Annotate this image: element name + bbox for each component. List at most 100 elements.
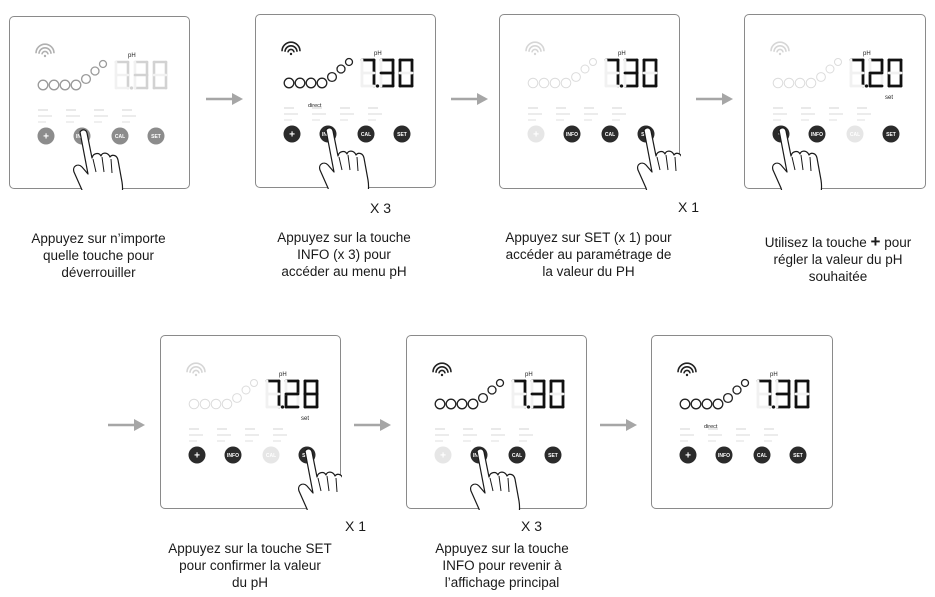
- lcd-display: [116, 62, 166, 90]
- level-indicator: [724, 394, 733, 403]
- cal-button[interactable]: CAL: [263, 447, 280, 464]
- button-label: +: [289, 130, 295, 141]
- cal-button[interactable]: CAL: [112, 128, 129, 145]
- plus-button[interactable]: +: [189, 447, 206, 464]
- caption-line: régler la valeur du pH: [748, 251, 928, 268]
- caption-line: souhaitée: [748, 268, 928, 285]
- caption-line: Appuyez sur la touche SET: [160, 540, 340, 557]
- level-indicator: [742, 380, 749, 387]
- level-indicator: [806, 78, 816, 88]
- level-indicator: [100, 61, 107, 68]
- button-label: SET: [548, 453, 558, 459]
- level-indicator: [337, 65, 345, 73]
- level-indicator: [590, 59, 597, 66]
- step-2-panel: pHdirect+INFOCALSET: [255, 14, 436, 188]
- caption-line: accéder au paramétrage de: [491, 246, 686, 263]
- level-indicator: [328, 73, 337, 82]
- ph-label: pH: [374, 51, 382, 57]
- lcd-display: [606, 60, 656, 88]
- level-indicator: [817, 73, 826, 82]
- wifi-icon: [526, 42, 544, 55]
- plus-button[interactable]: +: [435, 447, 452, 464]
- set-button[interactable]: SET: [148, 128, 165, 145]
- faint-labels: [680, 428, 778, 442]
- level-indicator: [435, 399, 445, 409]
- info-button[interactable]: INFO: [716, 447, 733, 464]
- level-indicator: [733, 386, 741, 394]
- decimal-point: [527, 405, 530, 408]
- level-indicator: [691, 399, 701, 409]
- button-label: CAL: [361, 132, 371, 138]
- plus-icon: +: [871, 232, 881, 251]
- decimal-point: [376, 84, 379, 87]
- set-button[interactable]: SET: [883, 126, 900, 143]
- level-indicator: [550, 78, 560, 88]
- cal-button[interactable]: CAL: [754, 447, 771, 464]
- faint-labels: [189, 428, 287, 442]
- faint-labels: [435, 428, 533, 442]
- step-2-caption: Appuyez sur la touche INFO (x 3) pour ac…: [258, 229, 430, 280]
- step-5-caption: Appuyez sur la touche SET pour confirmer…: [160, 540, 340, 591]
- caption-line: la valeur du PH: [491, 263, 686, 280]
- cal-button[interactable]: CAL: [509, 447, 526, 464]
- ph-label: pH: [279, 372, 287, 378]
- level-indicator: [295, 78, 305, 88]
- set-button[interactable]: SET: [394, 126, 411, 143]
- set-label: set: [885, 95, 893, 101]
- button-label: CAL: [115, 134, 125, 140]
- level-indicator: [572, 73, 581, 82]
- caption-text: pour: [884, 235, 911, 250]
- plus-button[interactable]: +: [680, 447, 697, 464]
- caption-line: INFO pour revenir à: [412, 557, 592, 574]
- info-button[interactable]: INFO: [809, 126, 826, 143]
- step-4-caption: Utilisez la touche + pour régler la vale…: [748, 233, 928, 285]
- info-button[interactable]: INFO: [564, 126, 581, 143]
- caption-line: l’affichage principal: [412, 574, 592, 591]
- level-indicator: [284, 78, 294, 88]
- level-indicator: [680, 399, 690, 409]
- caption-line: Utilisez la touche + pour: [748, 233, 928, 251]
- level-indicator: [468, 399, 478, 409]
- level-indicator: [91, 67, 99, 75]
- set-button[interactable]: SET: [790, 447, 807, 464]
- wifi-icon: [187, 363, 205, 376]
- level-indicator: [189, 399, 199, 409]
- controller-face: pH+INFOCALSET: [500, 15, 681, 190]
- step-7-panel: pHdirect+INFOCALSET: [651, 335, 833, 509]
- plus-button[interactable]: +: [528, 126, 545, 143]
- button-label: INFO: [227, 453, 239, 459]
- faint-labels: [38, 109, 136, 123]
- level-indicator: [233, 394, 242, 403]
- set-button[interactable]: SET: [545, 447, 562, 464]
- info-button[interactable]: INFO: [225, 447, 242, 464]
- decimal-point: [620, 84, 623, 87]
- caption-line: Appuyez sur SET (x 1) pour: [491, 229, 686, 246]
- level-indicator: [346, 59, 353, 66]
- step-6-panel: pH+INFOCALSET: [406, 335, 587, 509]
- button-label: SET: [397, 132, 407, 138]
- button-label: CAL: [605, 132, 615, 138]
- plus-button[interactable]: +: [38, 128, 55, 145]
- arrow-right-icon: [108, 418, 146, 432]
- cal-button[interactable]: CAL: [602, 126, 619, 143]
- plus-button[interactable]: +: [284, 126, 301, 143]
- lcd-display: [851, 60, 901, 88]
- caption-line: du pH: [160, 574, 340, 591]
- arrow-right-icon: [451, 92, 489, 106]
- step-6-caption: Appuyez sur la touche INFO pour revenir …: [412, 540, 592, 591]
- button-label: INFO: [811, 132, 823, 138]
- cal-button[interactable]: CAL: [847, 126, 864, 143]
- step-3-multiplier: X 1: [678, 199, 699, 215]
- button-label: +: [685, 451, 691, 462]
- level-indicator: [60, 80, 70, 90]
- lcd-display: [362, 60, 412, 88]
- level-indicator: [497, 380, 504, 387]
- faint-labels: [773, 107, 871, 121]
- level-indicator: [211, 399, 221, 409]
- button-label: INFO: [566, 132, 578, 138]
- cal-button[interactable]: CAL: [358, 126, 375, 143]
